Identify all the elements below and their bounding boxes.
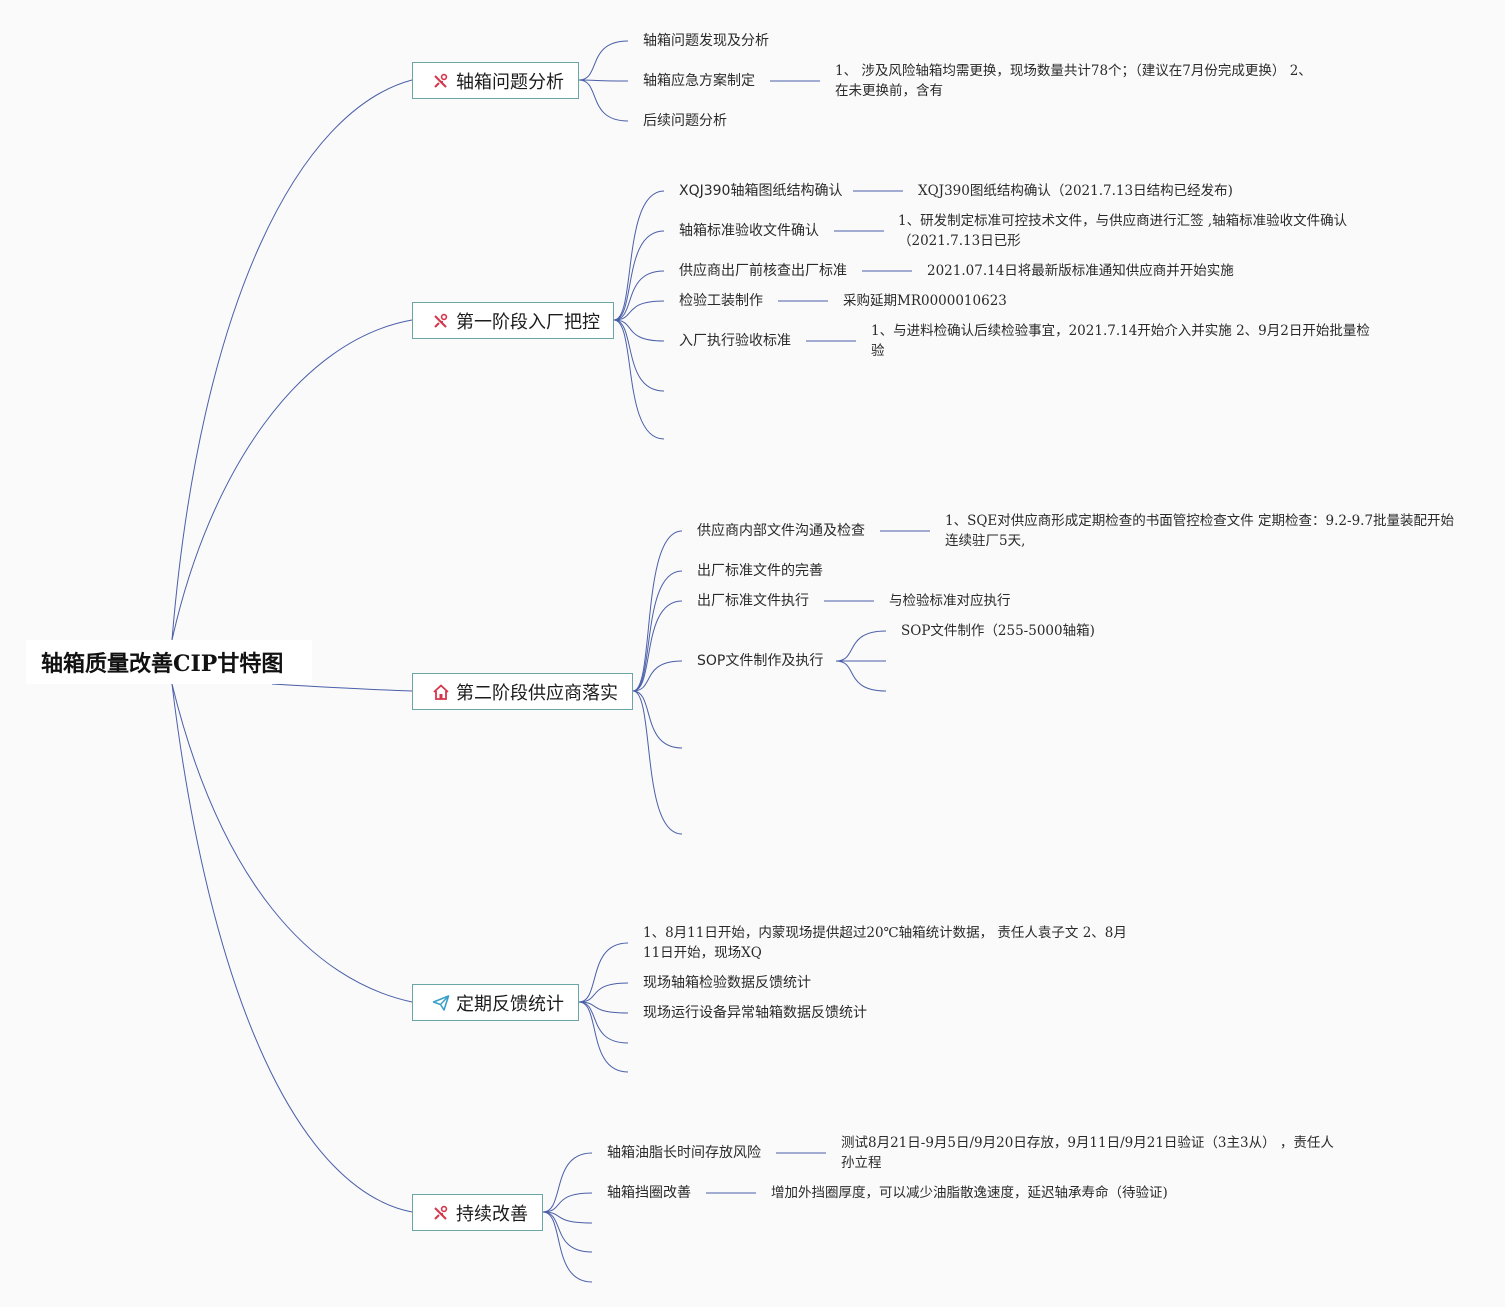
root-topic[interactable]: 轴箱质量改善CIP甘特图 xyxy=(26,640,312,684)
item-abnormal-feedback[interactable]: 现场运行设备异常轴箱数据反馈统计 xyxy=(643,1005,867,1021)
tools-icon xyxy=(431,71,451,91)
tools-icon xyxy=(431,1203,451,1223)
branch-topic-label: 定期反馈统计 xyxy=(456,993,564,1015)
item-sop[interactable]: SOP文件制作及执行 xyxy=(697,653,824,669)
connector-item-detail xyxy=(835,630,887,662)
connector-branch-item xyxy=(632,570,683,692)
connector-branch-item xyxy=(632,690,683,835)
item-inspection-feedback[interactable]: 现场轴箱检验数据反馈统计 xyxy=(643,975,811,991)
branch-topic-phase1-incoming-control[interactable]: 第一阶段入厂把控 xyxy=(412,302,614,339)
detail-retaining-ring[interactable]: 增加外挡圈厚度，可以减少油脂散逸速度，延迟轴承寿命（待验证) xyxy=(771,1185,1168,1201)
item-supplier-check[interactable]: 供应商出厂前核查出厂标准 xyxy=(679,263,847,279)
branch-topic-phase2-supplier[interactable]: 第二阶段供应商落实 xyxy=(412,673,633,710)
item-standard-execute[interactable]: 出厂标准文件执行 xyxy=(697,593,809,609)
root-topic-label: 轴箱质量改善CIP甘特图 xyxy=(41,651,284,677)
send-icon xyxy=(431,993,451,1013)
connector-branch-item xyxy=(542,1152,593,1213)
connector-branch-item xyxy=(542,1211,593,1224)
detail-drawing-confirm[interactable]: XQJ390图纸结构确认（2021.7.13日结构已经发布) xyxy=(918,183,1233,199)
detail-acceptance-file[interactable]: 1、研发制定标准可控技术文件，与供应商进行汇签 ,轴箱标准验收文件确认（2021… xyxy=(898,213,1348,249)
connector-branch-item xyxy=(542,1192,593,1213)
detail-supplier-check[interactable]: 2021.07.14日将最新版标准通知供应商并开始实施 xyxy=(927,263,1234,279)
item-emergency-plan[interactable]: 轴箱应急方案制定 xyxy=(643,73,755,89)
detail-internal-docs[interactable]: 1、SQE对供应商形成定期检查的书面管控检查文件 定期检查：9.2-9.7批量装… xyxy=(945,513,1455,549)
detail-standard-execute[interactable]: 与检验标准对应执行 xyxy=(889,593,1011,609)
connector-branch-item xyxy=(613,319,665,440)
item-problem-discovery[interactable]: 轴箱问题发现及分析 xyxy=(643,33,769,49)
branch-topic-periodic-feedback[interactable]: 定期反馈统计 xyxy=(412,984,579,1021)
branch-topic-continuous-improvement[interactable]: 持续改善 xyxy=(412,1194,543,1231)
detail-sop[interactable]: SOP文件制作（255-5000轴箱) xyxy=(901,623,1095,639)
detail-incoming-acceptance[interactable]: 1、与进料检确认后续检验事宜，2021.7.14开始介入并实施 2、9月2日开始… xyxy=(871,323,1370,359)
connector-branch-item xyxy=(542,1211,593,1283)
branch-topic-label: 持续改善 xyxy=(456,1203,528,1225)
item-standard-improve[interactable]: 出厂标准文件的完善 xyxy=(697,563,823,579)
tools-icon xyxy=(431,311,451,331)
connector-branch-item xyxy=(578,40,629,81)
connector-branch-item xyxy=(632,660,683,692)
connector-root-branch xyxy=(171,683,413,1213)
item-internal-docs[interactable]: 供应商内部文件沟通及检查 xyxy=(697,523,865,539)
branch-topic-label: 第二阶段供应商落实 xyxy=(456,682,618,704)
item-acceptance-file[interactable]: 轴箱标准验收文件确认 xyxy=(679,223,819,239)
home-icon xyxy=(431,682,451,702)
connector-branch-item xyxy=(613,319,665,392)
connector-branch-item xyxy=(578,982,629,1003)
connector-item-detail xyxy=(835,660,887,692)
connector-root-branch xyxy=(271,683,413,692)
connector-branch-item xyxy=(578,1001,629,1014)
branch-topic-label: 第一阶段入厂把控 xyxy=(456,311,600,333)
connector-branch-item xyxy=(578,1001,629,1073)
connector-branch-item xyxy=(632,600,683,692)
connector-root-branch xyxy=(171,79,413,641)
item-temperature-stats[interactable]: 1、8月11日开始，内蒙现场提供超过20℃轴箱统计数据， 责任人袁子文 2、8月… xyxy=(643,925,1127,961)
item-grease-storage[interactable]: 轴箱油脂长时间存放风险 xyxy=(607,1145,761,1161)
connector-branch-item xyxy=(578,1001,629,1044)
connector-root-branch xyxy=(171,683,413,1003)
connector-branch-item xyxy=(613,300,665,321)
connector-branch-item xyxy=(578,79,629,122)
connector-root-branch xyxy=(171,319,413,641)
detail-grease-storage[interactable]: 测试8月21日-9月5日/9月20日存放，9月11日/9月21日验证（3主3从）… xyxy=(841,1135,1334,1171)
item-incoming-acceptance[interactable]: 入厂执行验收标准 xyxy=(679,333,791,349)
connector-branch-item xyxy=(578,79,629,82)
connector-branch-item xyxy=(613,270,665,321)
item-followup-analysis[interactable]: 后续问题分析 xyxy=(643,113,727,129)
branch-topic-label: 轴箱问题分析 xyxy=(456,71,564,93)
detail-emergency-plan[interactable]: 1、 涉及风险轴箱均需更换，现场数量共计78个；（建议在7月份完成更换） 2、在… xyxy=(835,63,1312,99)
item-fixture-making[interactable]: 检验工装制作 xyxy=(679,293,763,309)
connector-branch-item xyxy=(632,690,683,749)
connector-branch-item xyxy=(632,530,683,692)
connector-branch-item xyxy=(578,942,629,1003)
connector-branch-item xyxy=(613,319,665,342)
branch-topic-problem-analysis[interactable]: 轴箱问题分析 xyxy=(412,62,579,99)
connector-branch-item xyxy=(542,1211,593,1253)
detail-fixture-making[interactable]: 采购延期MR0000010623 xyxy=(843,293,1007,309)
item-retaining-ring[interactable]: 轴箱挡圈改善 xyxy=(607,1185,691,1201)
item-drawing-confirm[interactable]: XQJ390轴箱图纸结构确认 xyxy=(679,183,843,199)
connector-branch-item xyxy=(613,190,665,321)
connector-branch-item xyxy=(613,230,665,321)
